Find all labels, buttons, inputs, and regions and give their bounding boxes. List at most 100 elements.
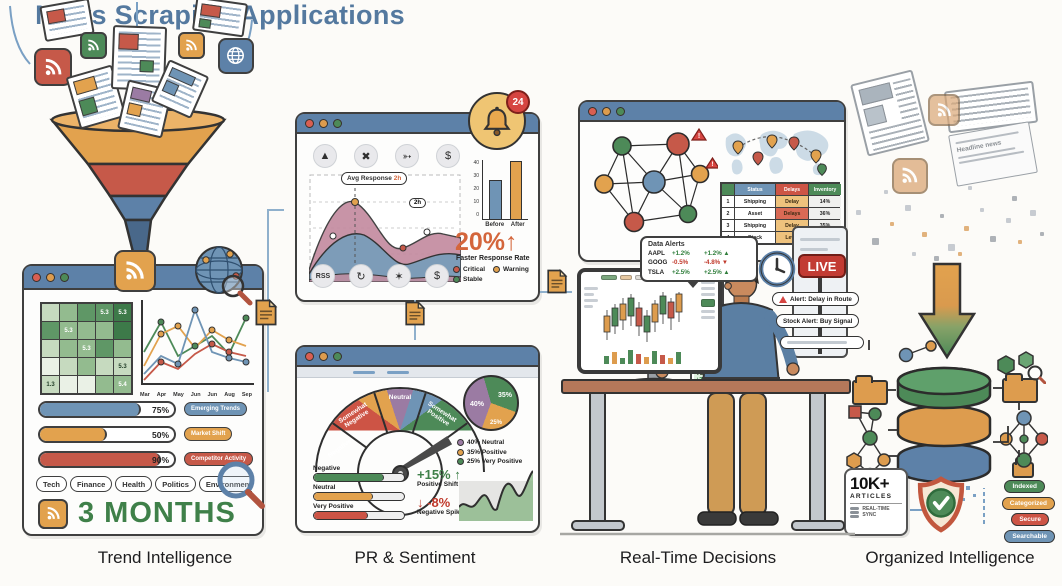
pixel-square <box>1012 196 1017 201</box>
positive-shift-value: +15% ↑ <box>417 467 461 482</box>
pie-slice-label: 35% <box>497 392 512 399</box>
up-arrow-icon: ↑ <box>505 228 518 256</box>
document-icon <box>404 300 426 327</box>
tab-placeholder <box>353 370 375 374</box>
legend-item: Critical <box>453 266 485 273</box>
table-cell-status: Asset <box>735 208 775 219</box>
newspaper-icon <box>849 69 931 157</box>
heatmap-cell: 1.3 <box>42 376 59 393</box>
heatmap-cell: 5.3 <box>60 322 77 339</box>
y-tick: 20 <box>473 186 479 192</box>
trading-monitor <box>577 268 722 374</box>
screen-line <box>584 305 593 308</box>
magnifier-icon <box>217 461 265 509</box>
taxonomy-molecule-right <box>1000 410 1048 468</box>
month-label: Aug <box>224 392 235 398</box>
trend-tag: Market Shift <box>184 427 233 441</box>
monitor-left-column <box>584 275 598 367</box>
month-label: May <box>173 392 184 398</box>
paper-image-block <box>200 3 222 18</box>
window-titlebar <box>580 102 844 122</box>
tools-icon: ✖ <box>354 144 378 168</box>
bar-label: Before <box>485 222 505 228</box>
trend-bar-row: 75%Emerging Trends <box>38 400 258 418</box>
data-alert-row: AAPL+1.2%+1.2% ▲ <box>648 249 750 258</box>
pixel-square <box>990 236 996 242</box>
bar <box>489 179 502 219</box>
trend-topics: TechFinanceHealthPoliticsEnvironment <box>36 476 252 492</box>
tooltip-value: 2h <box>393 175 402 182</box>
bell-icon <box>483 106 511 137</box>
tab-strip <box>297 367 538 378</box>
y-tick: 30 <box>473 173 479 179</box>
rss-text-icon: RSS <box>311 264 335 288</box>
pixel-square <box>964 226 969 231</box>
map-pins <box>732 134 827 177</box>
spoke-icon: ✶ <box>387 264 411 288</box>
notification-bell: 24 <box>468 90 530 150</box>
monitor-right-column <box>701 275 715 367</box>
bar-plot <box>482 160 528 220</box>
heatmap-cell: 5.3 <box>114 358 131 375</box>
alert-text: Alert: Delay in Route <box>790 295 852 303</box>
rss-icon <box>38 498 68 529</box>
heatmap-cell <box>60 304 77 321</box>
negative-spike-value: ↓ -8% <box>417 495 451 510</box>
pie-slice-label: 25% <box>490 420 503 426</box>
shield-check-icon <box>917 476 965 533</box>
mini-bar <box>313 473 405 482</box>
legend-label: Stable <box>463 276 483 283</box>
window-titlebar <box>297 347 538 367</box>
mini-bar-fill <box>314 493 374 500</box>
screen-line <box>701 281 715 284</box>
pixel-square <box>884 190 888 194</box>
paper-image-block <box>118 33 139 50</box>
data-alerts-tooltip: Data Alerts AAPL+1.2%+1.2% ▲GOOG-0.5%-4.… <box>640 236 758 288</box>
screen-line <box>584 299 598 302</box>
section-label: Trend Intelligence <box>97 548 233 567</box>
topic-pill: Finance <box>69 476 113 492</box>
month-label: Jun <box>190 392 201 398</box>
pixel-square <box>1018 240 1022 244</box>
mini-bar-label: Very Positive <box>313 503 354 510</box>
table-cell-inventory: 35% <box>809 220 841 231</box>
pixel-square <box>934 256 939 261</box>
trend-tag: Emerging Trends <box>184 402 248 416</box>
candlestick-chart <box>603 292 683 364</box>
svg-text:!: ! <box>698 133 700 140</box>
table-cell-status: Shipping <box>735 196 775 207</box>
pixel-square <box>872 238 879 245</box>
buy-pill <box>701 299 715 307</box>
notification-badge: 24 <box>506 90 530 114</box>
maximize-dot <box>60 272 69 282</box>
funnel-arrow <box>918 262 976 360</box>
data-alert-row: TSLA+2.5%+2.5% ▲ <box>648 268 750 277</box>
heatmap-cell <box>42 304 59 321</box>
live-badge: LIVE <box>798 254 846 278</box>
legend-item: Warning <box>493 266 529 273</box>
mini-bar-label: Neutral <box>313 484 336 491</box>
month-label: Sep <box>241 392 252 398</box>
screen-line <box>701 293 715 296</box>
monitor-center <box>601 275 698 367</box>
y-tick: 40 <box>473 160 479 166</box>
articles-count: 10K+ <box>850 474 890 493</box>
table-cell-delay: Delay <box>776 220 808 231</box>
rss-icon <box>80 32 107 59</box>
section-label: Organized Intelligence <box>865 548 1035 567</box>
stat-value: 20%↑ <box>455 230 518 255</box>
pixel-square <box>980 208 984 212</box>
paper-image-block <box>863 104 888 127</box>
progress-percent: 50% <box>151 429 169 440</box>
heatmap-cell <box>78 304 95 321</box>
pixel-square <box>1040 232 1044 236</box>
trend-line-chart <box>141 300 254 385</box>
table-cell-inventory: 36% <box>809 208 841 219</box>
